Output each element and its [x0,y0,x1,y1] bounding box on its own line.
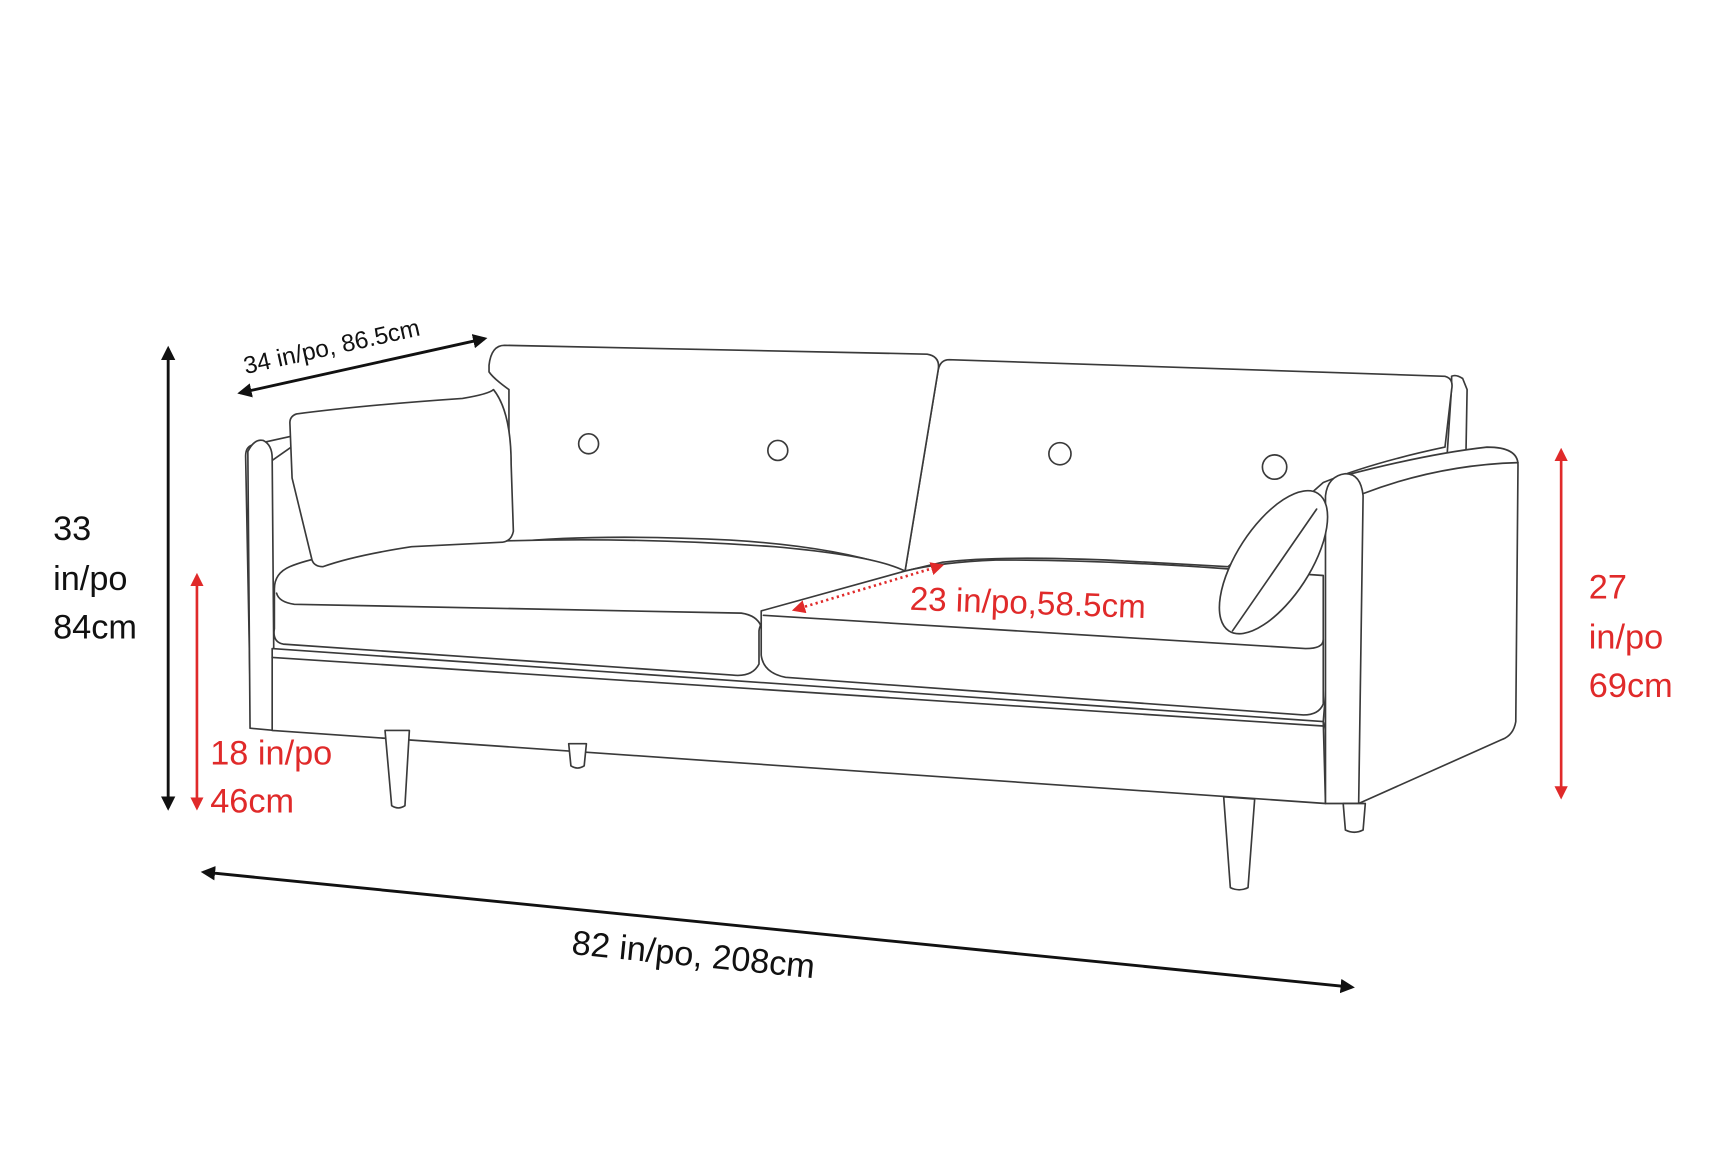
arm-height-label-3: 69cm [1589,667,1673,705]
button-3 [1048,441,1072,466]
throw-pillow-right-seam [1231,508,1318,632]
seat-depth-label: 23 in/po,58.5cm [909,581,1146,626]
right-arm-outer [1322,446,1519,805]
button-4 [1261,454,1288,481]
overall-width-arrow [200,866,1355,994]
arm-height-label-1: 27 [1589,569,1627,607]
overall-height-label-3: 84cm [53,609,137,647]
seat-height-label-2: 46cm [210,782,294,820]
arm-height-label-2: in/po [1589,619,1663,657]
right-arm-front [1324,472,1364,805]
left-arm-front [247,439,276,732]
base-top-line [271,656,1325,727]
leg-back-left [567,742,588,769]
button-2 [767,439,789,462]
seat-height-label-1: 18 in/po [210,735,332,773]
right-arm-top [1362,461,1519,495]
dimension-lines [160,334,1568,994]
depth-label: 34 in/po, 86.5cm [241,315,422,380]
leg-front-left [384,729,411,809]
throw-pillow-right [1218,489,1329,635]
overall-width-label: 82 in/po, 208cm [570,924,817,986]
leg-back-right [1342,802,1367,834]
seat-cushion-left-edge [275,592,763,628]
overall-height-label-2: in/po [53,560,127,598]
back-cushion-left [488,344,940,572]
throw-pillow-left [289,388,515,568]
button-1 [577,433,600,455]
seat-depth-arrow [791,562,945,614]
seat-cushion-right-edge [762,614,1325,650]
depth-arrow [237,334,488,398]
overall-height-label-1: 33 [53,510,91,548]
leg-front-right [1222,796,1256,891]
sofa-drawing [244,344,1519,891]
